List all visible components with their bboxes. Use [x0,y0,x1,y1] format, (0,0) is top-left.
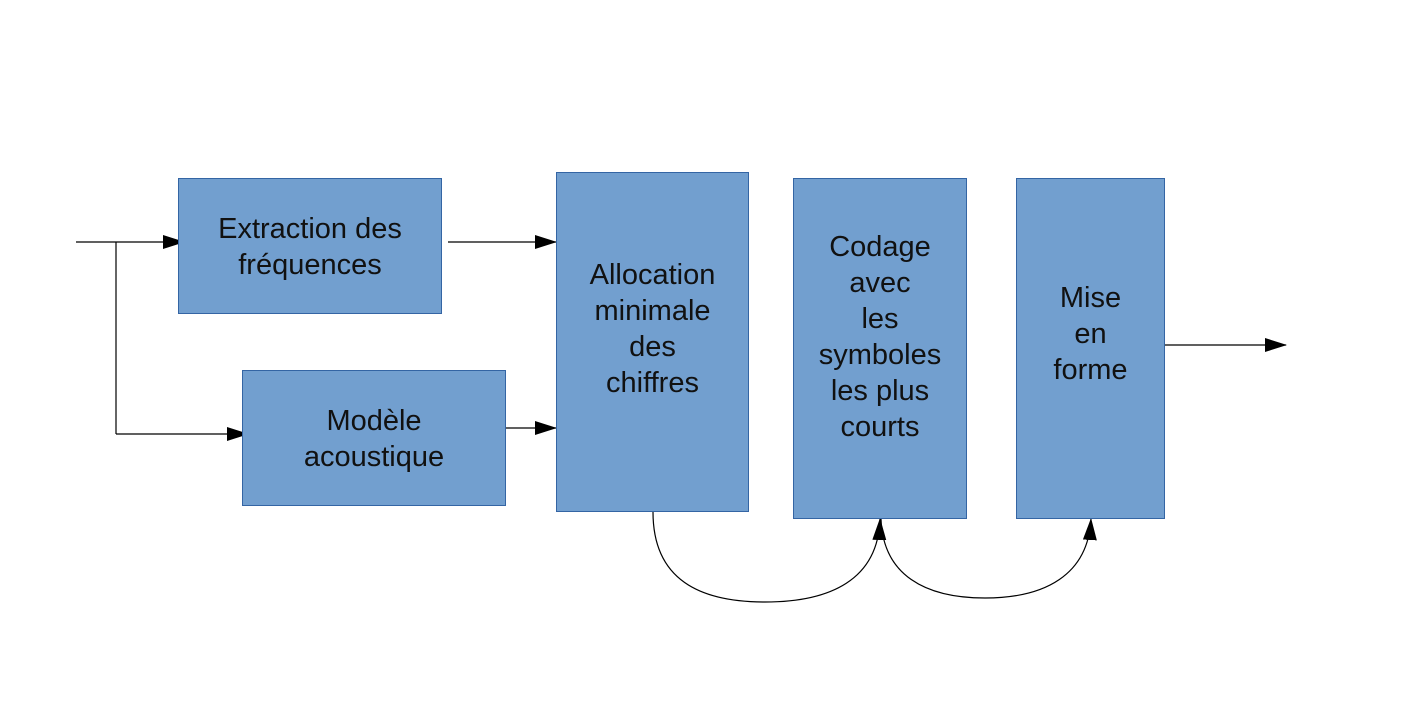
allocation-to-codage-curve [652,511,887,603]
formatting-label: Mise en forme [1053,281,1128,386]
extraction-block: Extraction des fréquences [178,178,442,314]
coding-label: Codage avec les symboles les plus courts [818,231,942,443]
allocation-label: Allocation minimale des chiffres [589,259,716,399]
formatting-block: Mise en forme [1016,178,1165,519]
allocation-block: Allocation minimale des chiffres [556,172,749,512]
acoustic-model-block: Modèle acoustique [242,370,506,506]
coding-block: Codage avec les symboles les plus courts [793,178,967,519]
extraction-label: Extraction des fréquences [218,213,402,281]
codage-to-mise-curve [880,518,1097,599]
acoustic-model-label: Modèle acoustique [303,405,445,473]
